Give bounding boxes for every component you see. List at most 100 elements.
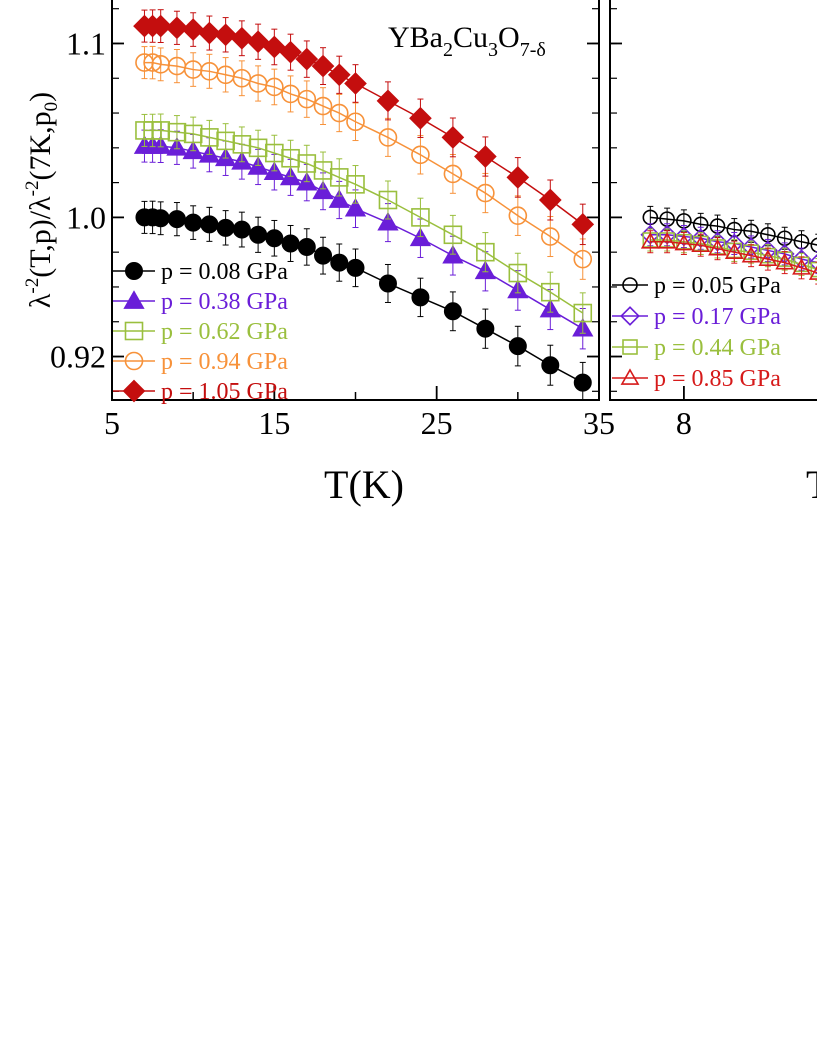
data-point bbox=[297, 237, 316, 256]
data-point bbox=[232, 220, 251, 239]
data-point bbox=[506, 166, 530, 189]
legend-entry-p-0-38-gpa: p = 0.38 GPa bbox=[113, 289, 288, 315]
data-point bbox=[281, 84, 300, 104]
data-point bbox=[810, 261, 817, 278]
data-point bbox=[314, 246, 333, 265]
data-point bbox=[810, 237, 817, 253]
data-point bbox=[640, 232, 660, 249]
data-point bbox=[165, 16, 189, 40]
data-point bbox=[216, 218, 235, 237]
data-point bbox=[230, 26, 254, 50]
data-point bbox=[232, 68, 252, 88]
legend-marker bbox=[124, 321, 144, 341]
legend-entry-p-0-17-gpa: p = 0.17 GPa bbox=[612, 304, 781, 330]
data-point bbox=[411, 208, 430, 227]
data-point bbox=[200, 215, 219, 234]
data-point bbox=[279, 40, 302, 64]
data-point bbox=[377, 211, 399, 231]
y-axis-title: λ-2(T,p)/λ-2(7K,p0) bbox=[22, 92, 62, 308]
data-point bbox=[691, 235, 711, 253]
legend-entry-p-0-08-gpa: p = 0.08 GPa bbox=[113, 259, 288, 285]
data-point bbox=[313, 96, 333, 116]
data-point bbox=[149, 14, 173, 38]
data-point bbox=[674, 233, 694, 251]
legend-marker bbox=[620, 306, 640, 326]
x-tick-label: 25 bbox=[421, 405, 453, 441]
x-tick-label: 8 bbox=[676, 405, 692, 441]
legend-label: p = 0.94 GPa bbox=[161, 349, 288, 375]
data-point bbox=[344, 72, 367, 95]
data-point bbox=[151, 209, 170, 228]
data-point bbox=[571, 213, 595, 236]
legend-entry-p-0-85-gpa: p = 0.85 GPa bbox=[612, 366, 781, 392]
data-point bbox=[295, 47, 319, 71]
x-tick-label: 5 bbox=[104, 405, 120, 441]
data-point bbox=[265, 229, 284, 248]
legend-label: p = 0.62 GPa bbox=[161, 319, 288, 345]
series-p-0-94-gpa bbox=[135, 45, 593, 280]
data-point bbox=[541, 356, 560, 375]
data-point bbox=[346, 112, 365, 132]
data-point bbox=[214, 23, 237, 47]
data-point bbox=[476, 183, 495, 203]
legend-label: p = 0.08 GPa bbox=[161, 259, 288, 285]
data-point bbox=[378, 128, 398, 147]
legend-marker bbox=[620, 368, 640, 385]
data-point bbox=[476, 319, 495, 338]
y-tick-label: 0.92 bbox=[50, 339, 106, 375]
data-point bbox=[265, 77, 284, 97]
data-point bbox=[311, 54, 335, 78]
data-point bbox=[312, 180, 334, 200]
legend-marker bbox=[122, 379, 146, 403]
x-tick-label: 15 bbox=[258, 405, 290, 441]
legend-label: p = 0.38 GPa bbox=[161, 289, 288, 315]
data-point bbox=[538, 188, 562, 212]
data-point bbox=[443, 302, 462, 321]
data-point bbox=[344, 197, 367, 217]
x-tick-label: 35 bbox=[583, 405, 615, 441]
series-p-0-05-gpa bbox=[642, 205, 817, 257]
data-point bbox=[346, 258, 365, 277]
data-point bbox=[411, 145, 430, 165]
data-point bbox=[249, 225, 268, 244]
data-point bbox=[540, 227, 560, 246]
data-point bbox=[327, 63, 351, 87]
data-point bbox=[708, 239, 727, 256]
data-point bbox=[143, 53, 162, 72]
legend-label: p = 0.05 GPa bbox=[654, 273, 781, 299]
series-p-0-62-gpa bbox=[135, 113, 593, 334]
data-point bbox=[441, 126, 465, 149]
data-point bbox=[792, 258, 811, 275]
data-point bbox=[775, 252, 795, 270]
x-axis-title: T(K) bbox=[324, 462, 404, 507]
series-p-0-38-gpa bbox=[133, 129, 594, 350]
data-point bbox=[724, 242, 744, 260]
right-series-group bbox=[640, 205, 817, 285]
series-p-1-05-gpa bbox=[133, 9, 595, 246]
data-point bbox=[476, 242, 495, 262]
data-point bbox=[330, 253, 349, 272]
data-point bbox=[411, 288, 430, 307]
legend-marker bbox=[124, 351, 144, 371]
x-axis-title-right-fragment: T bbox=[806, 462, 817, 507]
data-point bbox=[346, 175, 365, 194]
legend-entry-p-0-62-gpa: p = 0.62 GPa bbox=[113, 319, 288, 345]
data-point bbox=[808, 265, 817, 280]
y-tick-label: 1.1 bbox=[66, 25, 106, 61]
legend-label: p = 0.85 GPa bbox=[654, 366, 781, 392]
data-point bbox=[508, 337, 527, 356]
data-point bbox=[573, 249, 593, 269]
data-point bbox=[540, 282, 560, 302]
series-line bbox=[144, 145, 584, 330]
data-point bbox=[508, 206, 528, 225]
data-point bbox=[508, 263, 528, 283]
data-point bbox=[443, 225, 463, 245]
data-point bbox=[758, 249, 778, 266]
data-point bbox=[198, 21, 221, 45]
data-point bbox=[329, 103, 349, 123]
data-point bbox=[184, 213, 203, 232]
